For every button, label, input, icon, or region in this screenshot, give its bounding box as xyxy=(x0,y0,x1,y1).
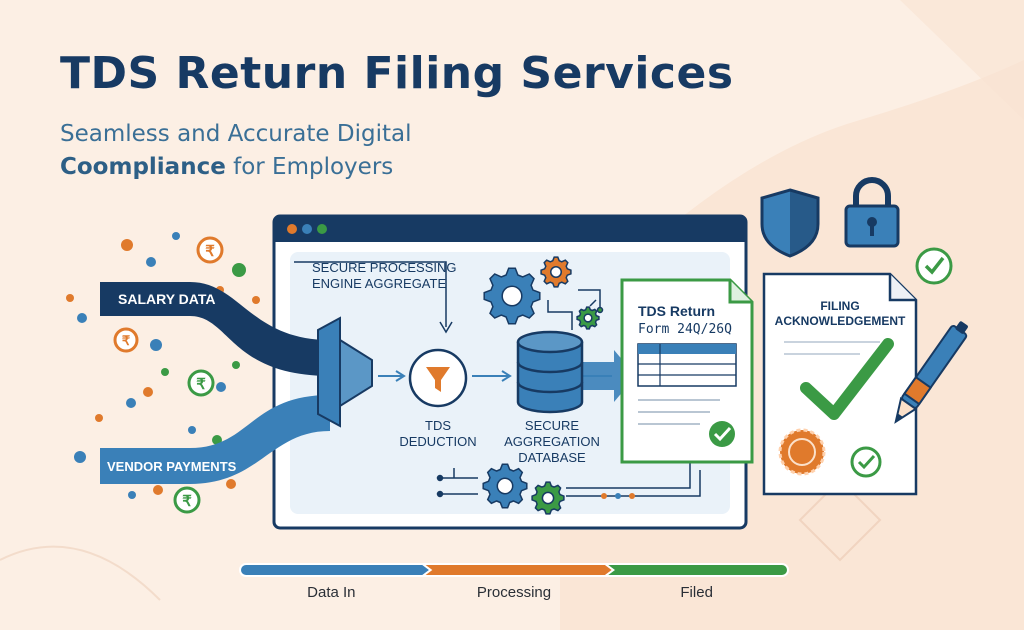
rupee-symbol: ₹ xyxy=(182,493,192,510)
engine-label-line-1: SECURE PROCESSING xyxy=(312,260,456,275)
db-label-line-3: DATABASE xyxy=(518,450,586,465)
gear-icon xyxy=(540,256,572,288)
tds-return-form: TDS Return Form 24Q/26Q xyxy=(620,278,754,464)
large-check-icon xyxy=(800,338,894,420)
engine-label: SECURE PROCESSING ENGINE AGGREGATE xyxy=(294,260,456,334)
ack-title-line-1: FILING xyxy=(820,299,859,313)
form-title-line-2: Form 24Q/26Q xyxy=(638,322,732,337)
engine-window xyxy=(272,214,748,530)
security-check-icon xyxy=(915,247,953,285)
window-dot-blue xyxy=(302,224,312,234)
stage-label: Data In xyxy=(307,584,356,601)
subtitle-rest: for Employers xyxy=(225,154,394,180)
tds-label-line-1: TDS xyxy=(425,418,451,433)
engine-label-line-2: ENGINE AGGREGATE xyxy=(312,276,446,291)
progress-segment xyxy=(602,563,789,577)
progress-bar xyxy=(239,563,789,577)
gear-icon xyxy=(531,481,565,515)
pen-icon xyxy=(894,321,968,424)
rupee-symbol: ₹ xyxy=(122,333,131,348)
gear-icon xyxy=(576,306,600,330)
rupee-coin-icon: ₹ xyxy=(113,327,139,353)
check-icon xyxy=(709,421,735,447)
salary-data-label: SALARY DATA xyxy=(118,291,215,307)
form-title-line-1: TDS Return xyxy=(638,303,715,319)
padlock-icon xyxy=(844,177,900,248)
tds-deduction-node: TDS DEDUCTION xyxy=(399,348,477,449)
window-dot-green xyxy=(317,224,327,234)
rupee-symbol: ₹ xyxy=(196,376,206,393)
filing-acknowledgement: FILING ACKNOWLEDGEMENT xyxy=(762,272,918,496)
page-title: TDS Return Filing Services xyxy=(60,48,734,99)
window-dot-orange xyxy=(287,224,297,234)
subtitle-emphasis: Coompliance xyxy=(60,154,226,180)
progress-segment xyxy=(419,563,615,577)
vendor-payments-label: VENDOR PAYMENTS xyxy=(107,459,237,474)
gear-icon xyxy=(482,463,528,509)
progress-segment xyxy=(239,563,433,577)
tds-label-line-2: DEDUCTION xyxy=(399,434,476,449)
subtitle-line-2: Coompliance for Employers xyxy=(60,151,580,184)
rupee-coin-icon: ₹ xyxy=(196,236,224,264)
input-streams: SALARY DATA VENDOR PAYMENTS xyxy=(100,282,330,484)
scatter-dots xyxy=(66,232,325,499)
page-subtitle: Seamless and Accurate Digital Coomplianc… xyxy=(60,118,580,184)
ack-title-line-2: ACKNOWLEDGEMENT xyxy=(775,314,906,328)
shield-icon xyxy=(760,188,820,258)
intake-funnel-icon xyxy=(317,316,373,428)
db-label-line-1: SECURE xyxy=(525,418,580,433)
stage-label: Processing xyxy=(476,584,552,601)
funnel-icon xyxy=(426,367,450,392)
small-check-icon xyxy=(850,446,882,478)
rupee-coin-icon: ₹ xyxy=(187,369,215,397)
subtitle-line-1: Seamless and Accurate Digital xyxy=(60,121,412,147)
db-label-line-2: AGGREGATION xyxy=(504,434,600,449)
rupee-symbol: ₹ xyxy=(205,243,215,260)
database-icon: SECURE AGGREGATION DATABASE xyxy=(504,330,600,465)
rupee-coin-icon: ₹ xyxy=(173,486,201,514)
seal-icon xyxy=(778,428,826,476)
stage-label: Filed xyxy=(680,584,713,601)
gear-icon xyxy=(483,267,541,325)
gear-cluster xyxy=(482,256,600,515)
